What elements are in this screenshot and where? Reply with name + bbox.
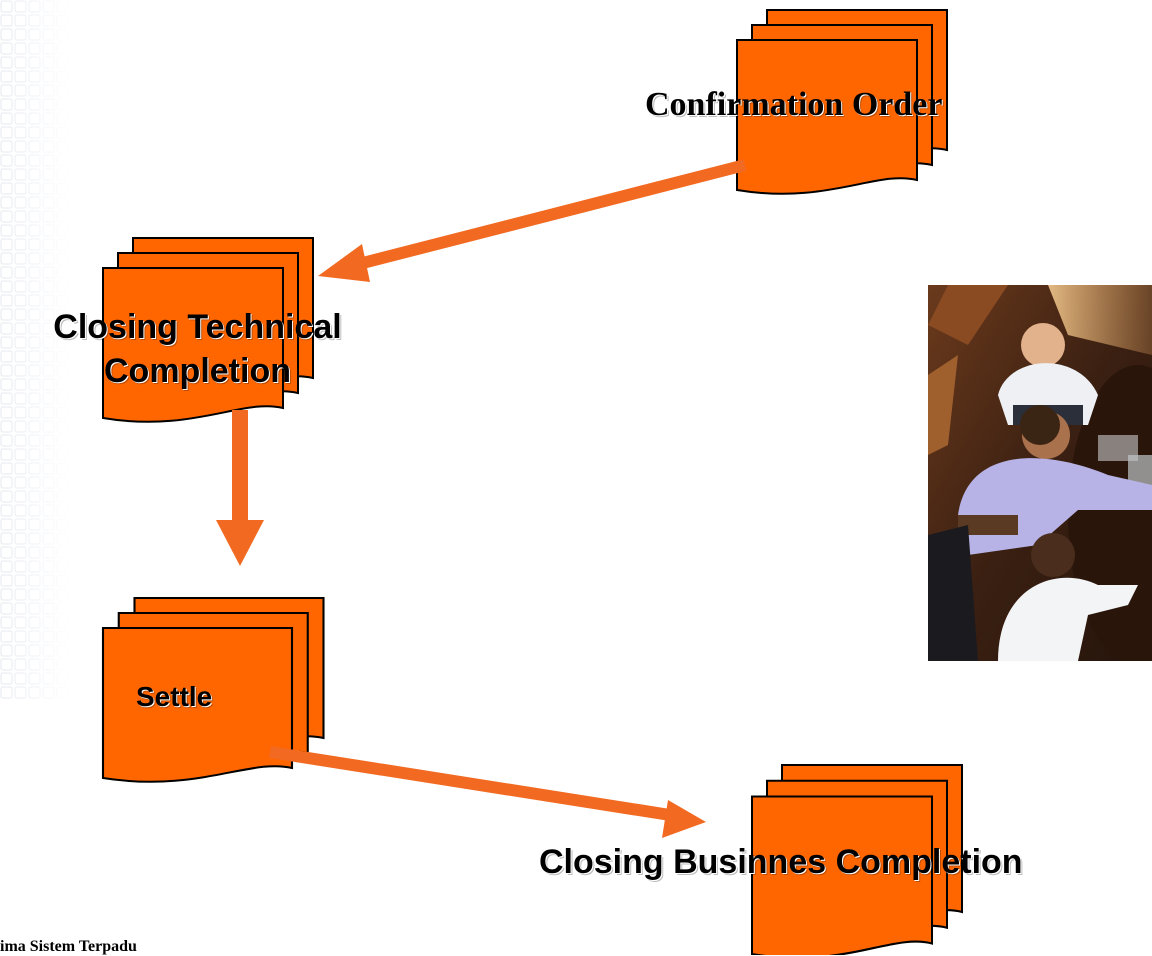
arrow-confirmation-to-technical: [318, 159, 747, 282]
settle-label: Settle: [136, 681, 213, 712]
meeting-photo-illustration: [928, 285, 1152, 661]
confirmation-order-label: Confirmation Order: [645, 86, 943, 123]
arrow-settle-to-business: [269, 746, 706, 838]
closing-technical-completion-label: Closing Technical Completion: [53, 308, 342, 390]
footer-text: ima Sistem Terpadu: [0, 938, 137, 955]
business-meeting-photo: [928, 285, 1152, 661]
arrow-technical-to-settle: [216, 410, 264, 566]
closing-business-completion-label: Closing Businnes Completion: [539, 843, 1023, 881]
